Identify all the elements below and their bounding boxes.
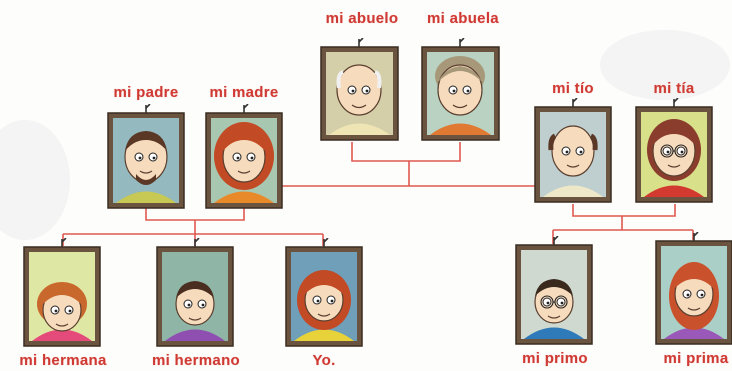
portrait-prima [654,232,732,346]
portrait-madre [204,104,284,210]
portrait-abuelo [319,38,400,142]
portrait-tio [533,98,613,204]
label-primo: mi primo [522,350,588,367]
background-tree-shadow [0,120,70,240]
label-prima: mi prima [663,350,729,367]
label-abuela: mi abuela [427,10,499,27]
label-hermano: mi hermano [151,352,241,369]
portrait-primo [514,236,594,346]
portrait-tia [634,98,714,204]
label-hermana: mi hermana [19,352,107,369]
background-cloud [600,30,730,100]
portrait-hermano [155,238,235,348]
portrait-abuela [420,38,501,142]
portrait-yo [284,238,364,348]
label-yo: Yo. [312,352,336,369]
portrait-padre [106,104,186,210]
portrait-hermana [22,238,102,348]
label-madre: mi madre [209,84,279,101]
label-padre: mi padre [113,84,179,101]
label-tia: mi tía [653,80,695,97]
label-tio: mi tío [552,80,594,97]
label-abuelo: mi abuelo [325,10,399,27]
